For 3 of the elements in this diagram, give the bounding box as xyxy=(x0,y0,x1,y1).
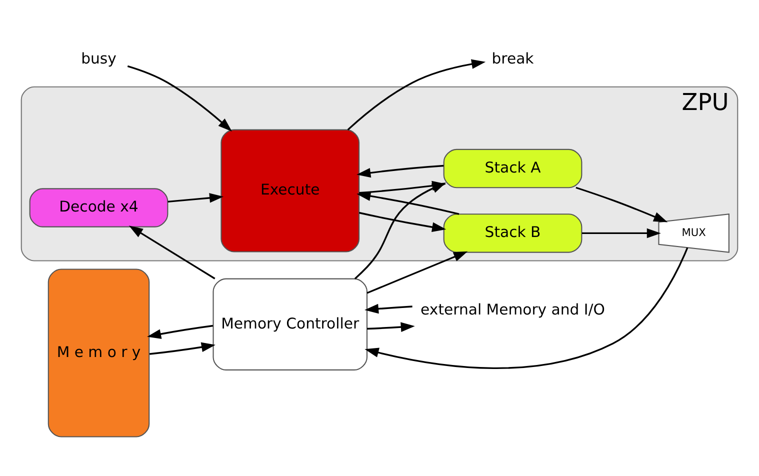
node-text: busy xyxy=(81,50,116,67)
node-text: external Memory and I/O xyxy=(420,301,605,318)
node-text: break xyxy=(492,50,534,67)
